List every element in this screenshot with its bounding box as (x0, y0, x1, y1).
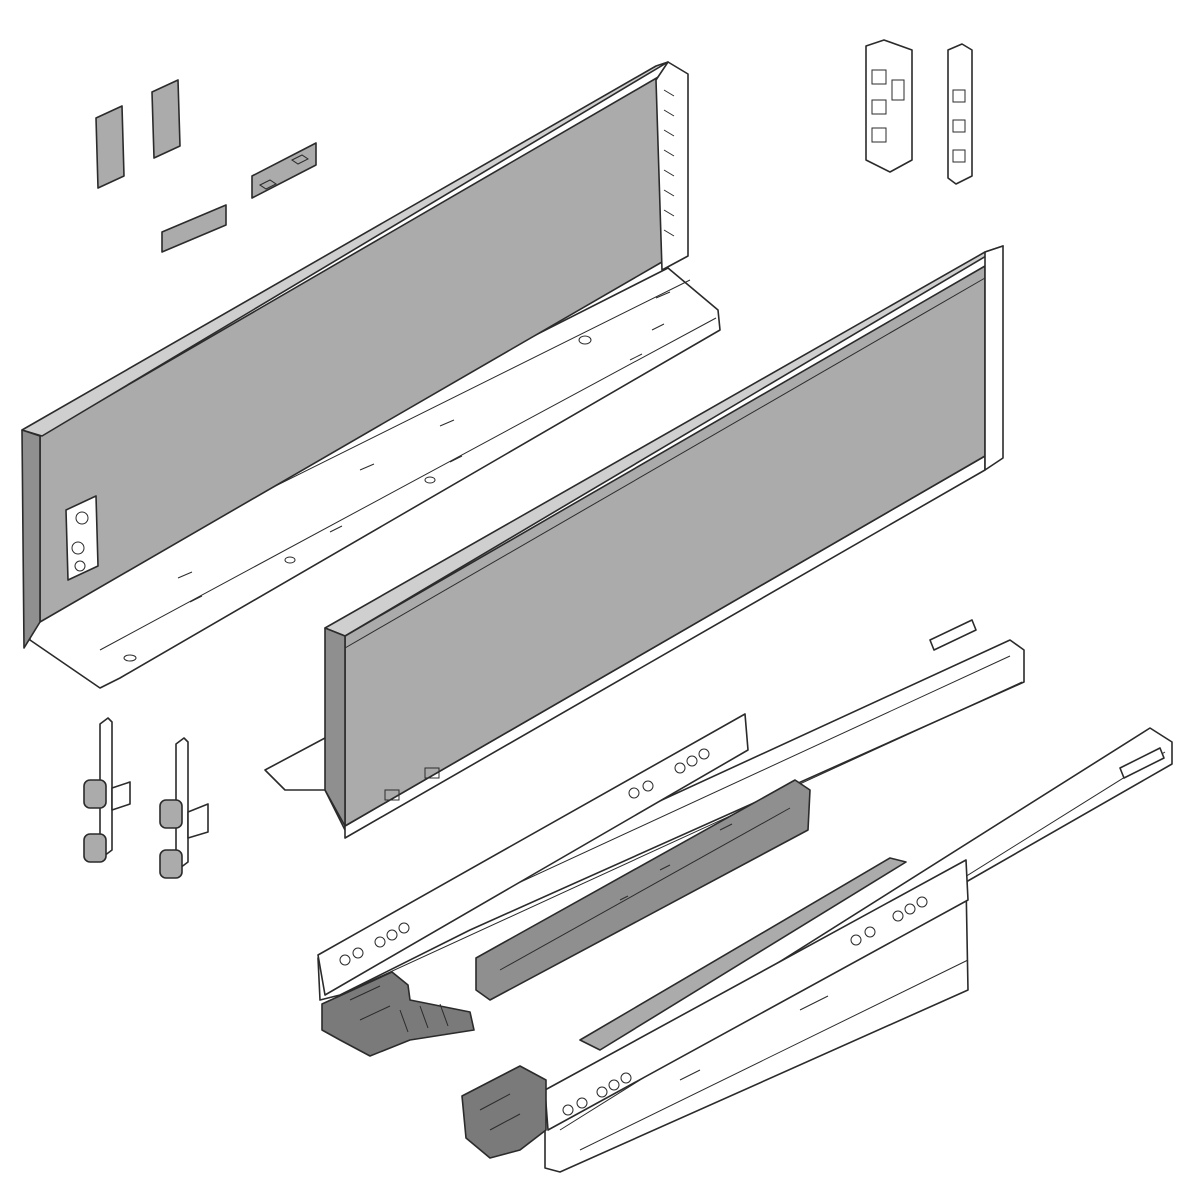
rear-bracket-2 (947, 43, 973, 185)
rear-brackets (865, 39, 973, 185)
runner-left-front-plate (317, 713, 749, 996)
left-panel-front-fixing (65, 495, 99, 581)
cover-caps (95, 79, 317, 253)
drawer-side-panel-right (264, 245, 1004, 839)
cover-cap-1 (95, 105, 125, 189)
runner-left (317, 619, 1025, 1057)
runner-left-locking-clip (321, 971, 475, 1057)
left-panel-rear-profile (655, 61, 689, 271)
runner-right-holes (562, 896, 928, 1116)
runner-right-inner-profile (579, 857, 907, 1051)
connector-plate (251, 142, 317, 199)
runner-right (461, 727, 1173, 1173)
front-fixing-hinges (83, 717, 209, 879)
left-panel-bottom-rail (27, 267, 721, 689)
cover-strip (161, 204, 227, 253)
right-panel-front-edge (324, 627, 346, 827)
runner-left-rear-hook (929, 619, 977, 651)
runner-right-front-plate (544, 859, 969, 1131)
front-fixing-1 (83, 717, 131, 863)
front-fixing-2 (159, 737, 209, 879)
runner-right-locking-clip (461, 1065, 547, 1159)
runner-right-rear-hook (1119, 747, 1165, 779)
drawer-side-panel-left (21, 61, 721, 689)
rear-bracket-1 (865, 39, 913, 173)
left-panel-front-edge (21, 429, 41, 649)
right-panel-rear-end (984, 245, 1004, 471)
rail-slots (123, 291, 671, 662)
cover-cap-2 (151, 79, 181, 159)
runner-left-holes (339, 748, 710, 966)
